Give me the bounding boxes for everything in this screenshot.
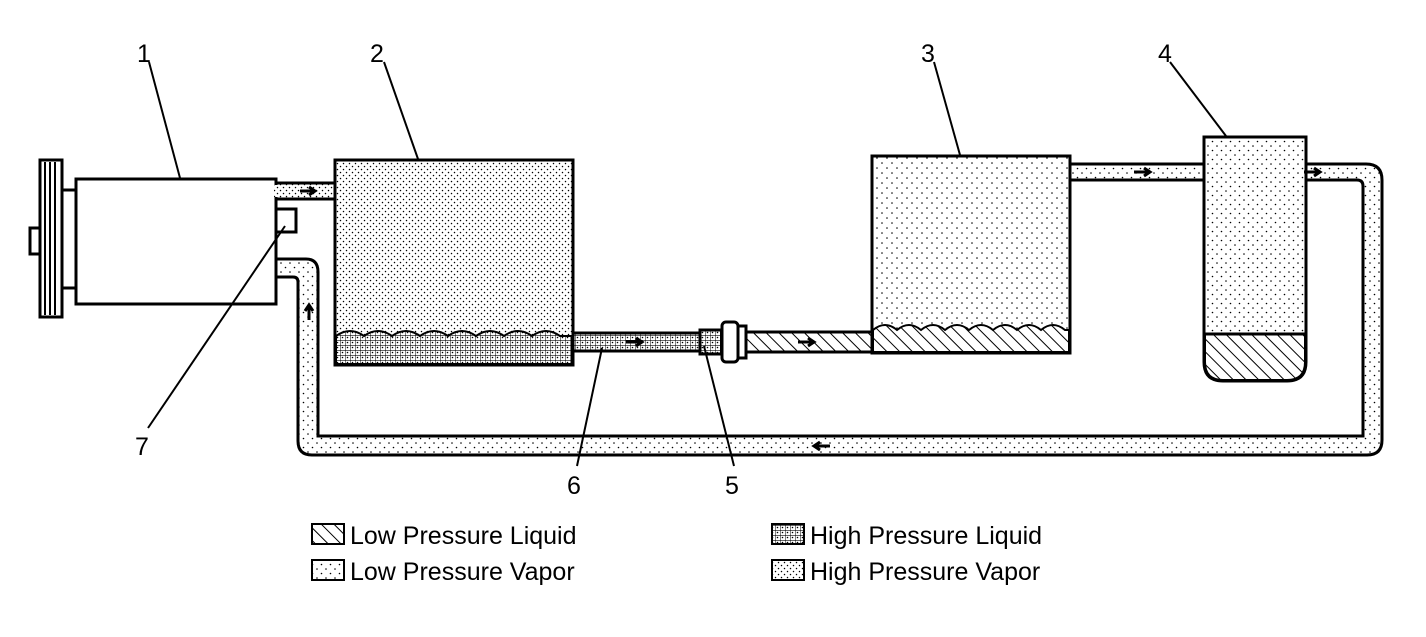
callout-6: 6 xyxy=(567,472,581,500)
legend-swatch-high-liquid xyxy=(771,523,805,545)
callout-leaders xyxy=(147,61,1227,467)
condenser xyxy=(333,158,575,367)
evaporator xyxy=(870,154,1072,355)
legend-swatch-high-vapor xyxy=(771,559,805,581)
flow-arrow-icon xyxy=(811,440,830,452)
callout-2: 2 xyxy=(370,40,384,68)
legend-label-high-vapor: High Pressure Vapor xyxy=(810,558,1040,586)
legend-label-low-liquid: Low Pressure Liquid xyxy=(350,522,577,550)
flow-arrow-icon xyxy=(626,336,645,348)
legend-label-high-liquid: High Pressure Liquid xyxy=(810,522,1042,550)
flow-arrow-icon xyxy=(303,302,315,320)
orifice-tube-fitting xyxy=(698,320,748,364)
expansion-line xyxy=(744,330,874,354)
callout-1: 1 xyxy=(137,40,151,68)
discharge-line xyxy=(274,181,340,201)
legend: Low Pressure Liquid Low Pressure Vapor H… xyxy=(311,522,1042,586)
flow-arrow-icon xyxy=(798,336,817,348)
legend-label-low-vapor: Low Pressure Vapor xyxy=(350,558,575,586)
legend-swatch-low-vapor xyxy=(311,559,345,581)
flow-arrow-icon xyxy=(300,185,318,197)
legend-swatch-low-liquid xyxy=(311,523,345,545)
evaporator-outlet-line xyxy=(1068,162,1218,182)
flow-arrow-icon xyxy=(1304,166,1323,178)
callout-4: 4 xyxy=(1158,40,1172,68)
flow-arrow-icon xyxy=(1134,166,1153,178)
callout-3: 3 xyxy=(921,40,935,68)
accumulator xyxy=(1202,135,1323,383)
suction-line xyxy=(274,162,1384,457)
liquid-line xyxy=(571,331,717,353)
compressor xyxy=(28,158,298,319)
callout-5: 5 xyxy=(725,472,739,500)
callout-7: 7 xyxy=(135,433,149,461)
